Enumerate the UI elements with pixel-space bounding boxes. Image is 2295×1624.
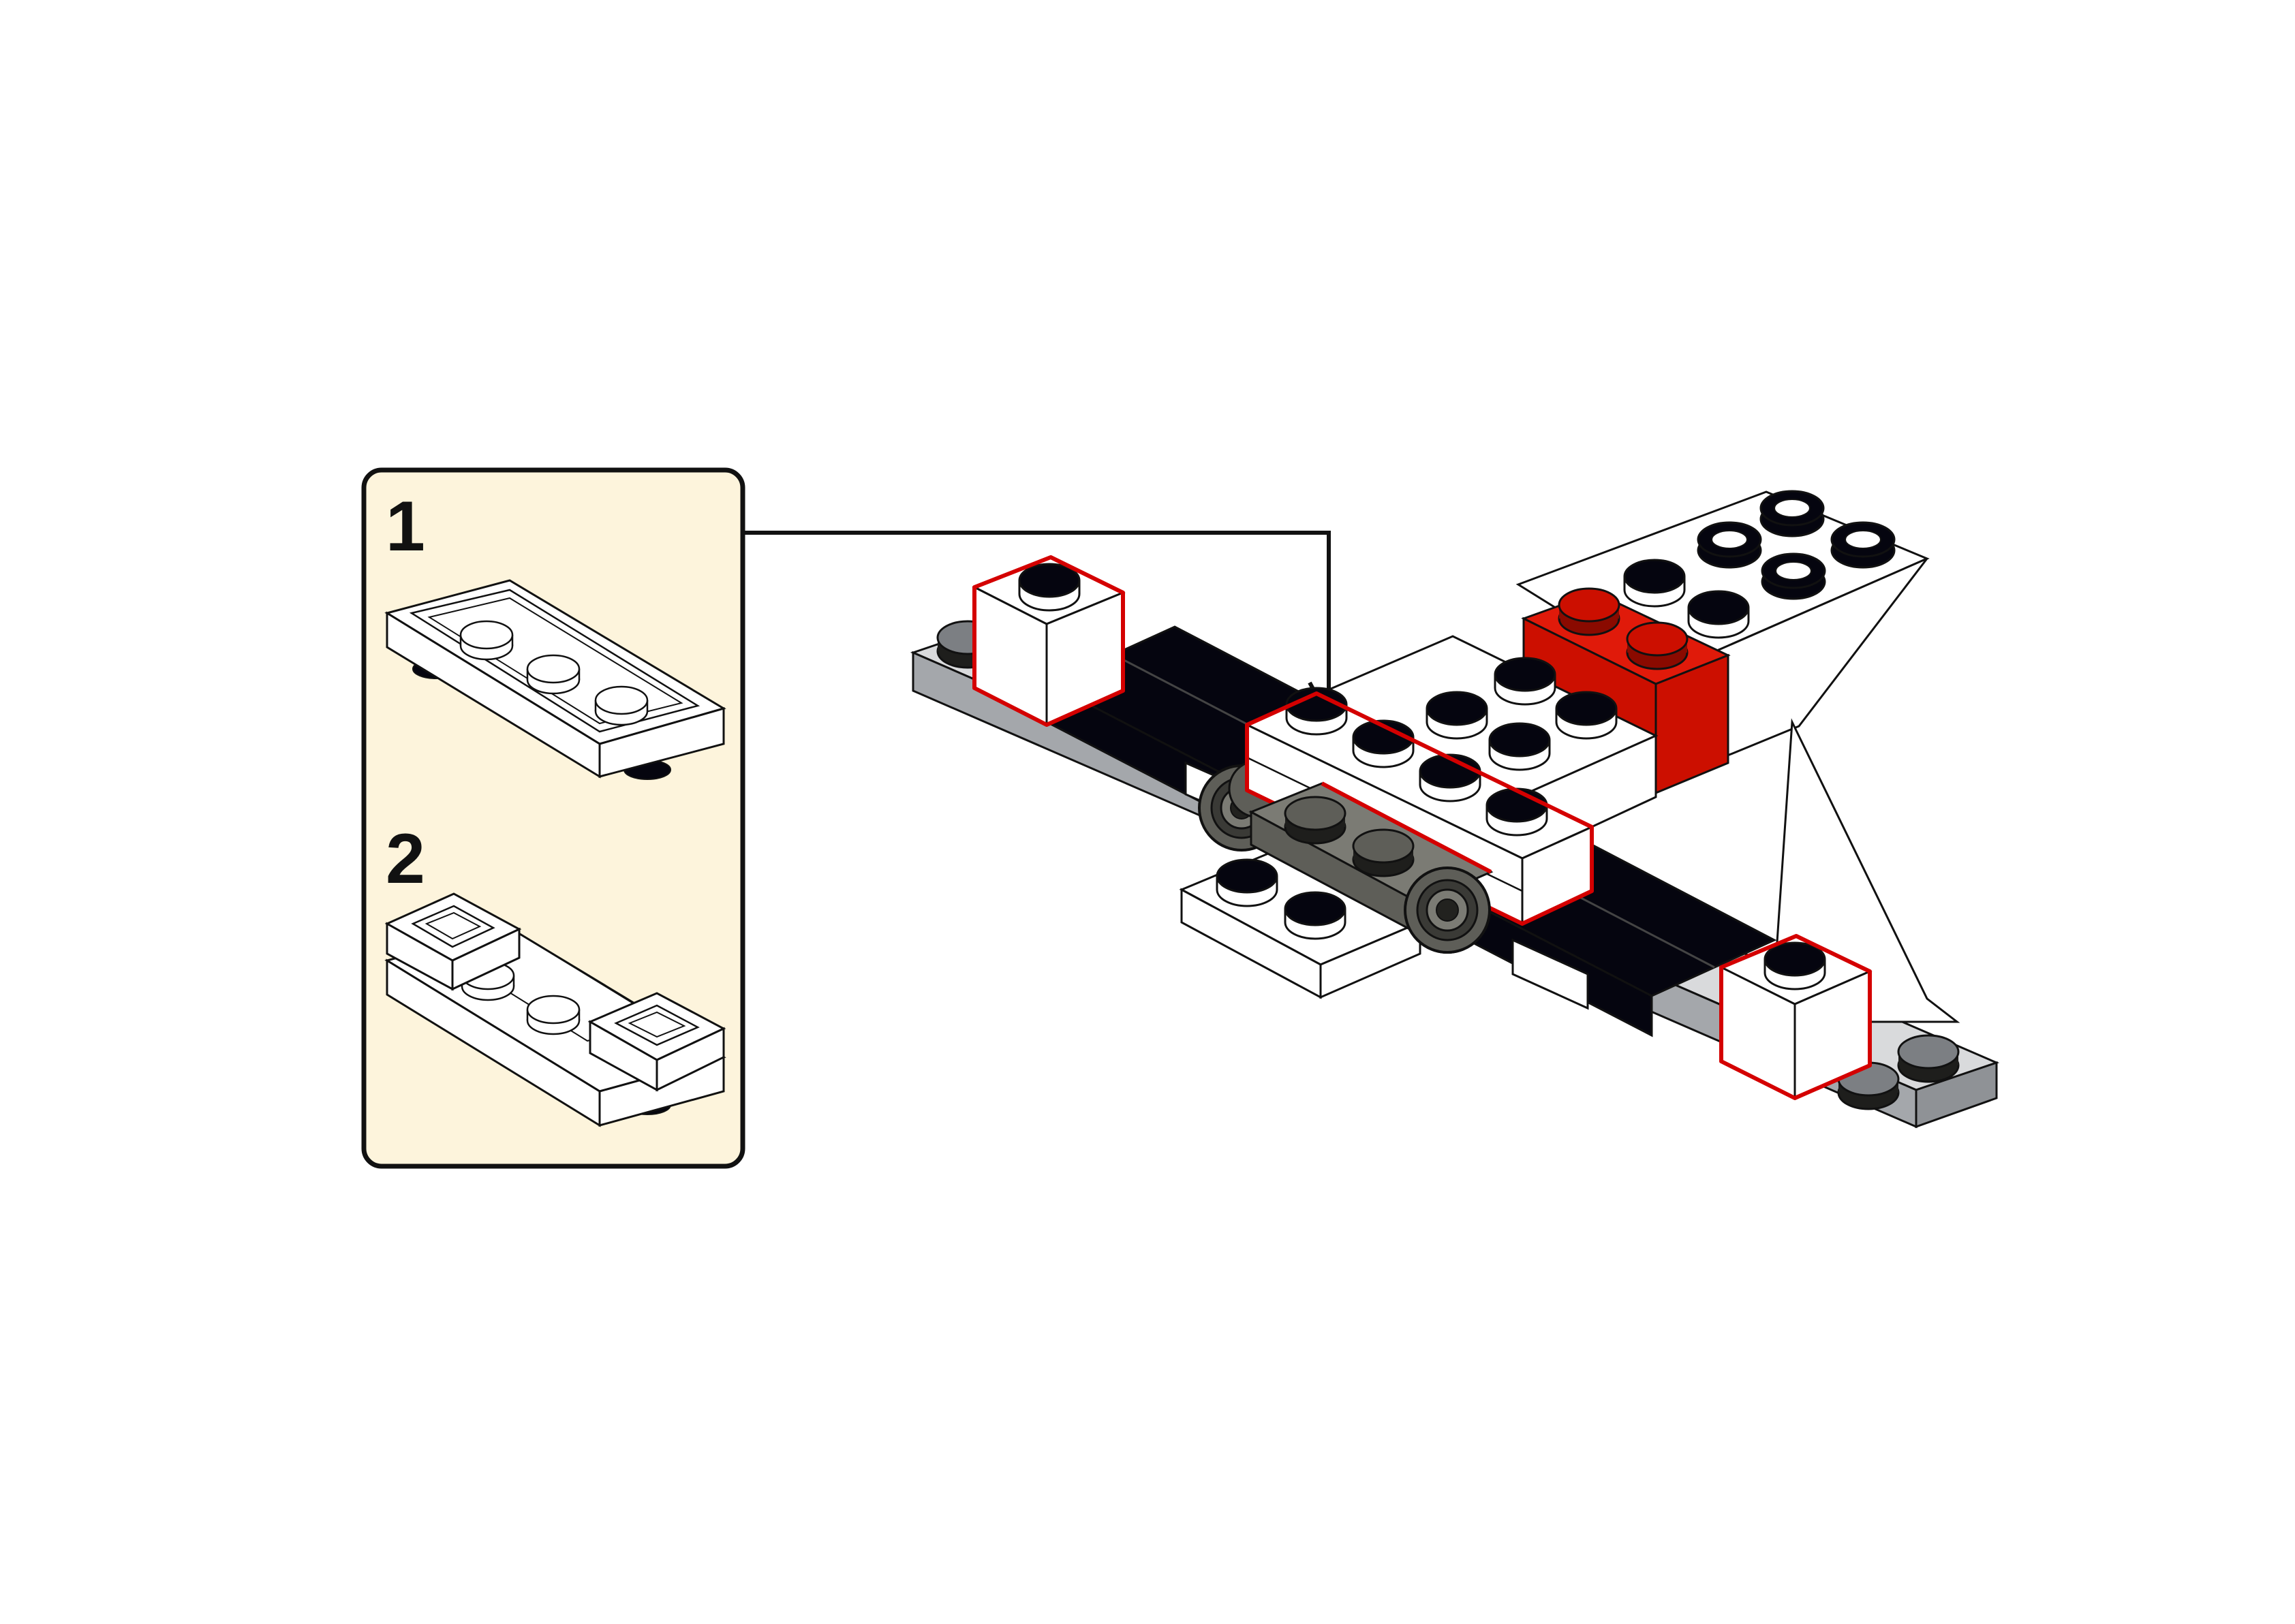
substep-number-1: 1 xyxy=(386,487,425,566)
stud-icon xyxy=(1488,722,1551,771)
substep-2-part xyxy=(384,892,726,1127)
callout-box: 1 2 xyxy=(361,467,745,1169)
stud-icon xyxy=(1284,796,1346,845)
main-model xyxy=(910,490,2000,1129)
stud-icon xyxy=(1284,891,1346,940)
new-part-fuselage xyxy=(1244,687,1595,954)
stud-icon xyxy=(1494,657,1556,706)
new-part-left-brick xyxy=(972,555,1126,727)
stud-icon xyxy=(1018,563,1081,612)
stud-icon xyxy=(459,620,514,661)
stud-icon xyxy=(1897,1034,1960,1083)
stud-icon xyxy=(1419,753,1481,802)
stud-icon xyxy=(1763,941,1826,990)
substep-1-part xyxy=(384,579,726,780)
stud-icon xyxy=(1558,587,1620,636)
stud-icon xyxy=(1426,691,1488,740)
stud-icon xyxy=(526,995,581,1035)
stud-icon xyxy=(1626,621,1689,670)
stud-icon xyxy=(1687,590,1750,639)
front-plate-white xyxy=(1179,847,1423,999)
stud-icon xyxy=(1352,828,1415,877)
stud-icon xyxy=(1555,691,1618,740)
stud-icon xyxy=(526,654,581,695)
stud-icon xyxy=(1216,858,1278,907)
substep-number-2: 2 xyxy=(386,819,425,899)
stud-icon xyxy=(1623,559,1686,608)
stud-icon xyxy=(1485,787,1548,837)
stud-icon xyxy=(594,685,649,726)
new-part-right-brick xyxy=(1719,934,1873,1100)
wheel-icon xyxy=(1404,866,1491,954)
